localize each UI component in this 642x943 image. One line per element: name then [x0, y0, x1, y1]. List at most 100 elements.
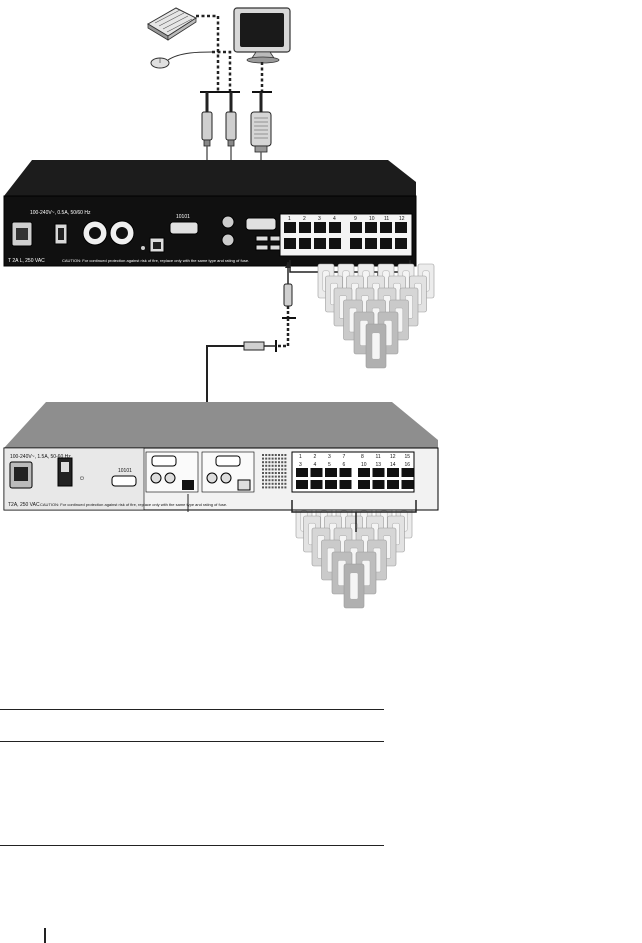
rj45-port-icon — [314, 222, 326, 233]
vga-port-icon — [215, 455, 241, 467]
user-port-group-2 — [201, 451, 255, 493]
mouse-icon — [150, 51, 213, 69]
mouse-port-icon — [220, 472, 232, 484]
port-number-label: 12 — [399, 216, 405, 222]
fan-icon — [109, 220, 135, 246]
rj45-port-icon — [401, 480, 414, 489]
port-number-label: 2 — [314, 454, 317, 460]
port-number-label: 11 — [376, 454, 381, 460]
upper-power-rating: 100-240V~, 0.5A, 50/60 Hz — [30, 210, 91, 216]
port-number-label: 13 — [376, 462, 382, 468]
rj45-port-icon — [380, 238, 392, 249]
fan-icon — [82, 220, 108, 246]
port-number-label: 12 — [390, 454, 396, 460]
rj45-port-icon — [401, 468, 414, 477]
port-number-label: 1 — [288, 216, 291, 222]
rj45-port-icon — [380, 222, 392, 233]
lower-power-rating: 100-240V~, 1.5A, 50-60 Hz — [10, 454, 71, 460]
rj45-port-icon — [387, 468, 399, 477]
rj45-port-icon — [395, 222, 407, 233]
port-number-label: 1 — [299, 454, 302, 460]
upper-kvm-switch: 100-240V~, 0.5A, 50/60 Hz 10101 — [3, 160, 417, 267]
rj45-port-icon — [350, 238, 362, 249]
mouse-port-icon — [164, 472, 176, 484]
rj45-port-icon — [314, 238, 326, 249]
rj45-port-icon — [339, 480, 352, 489]
rj45-port-icon — [358, 468, 370, 477]
upper-fuse-note: T 2A L, 250 VAC — [8, 258, 45, 264]
ps2-connector-keyboard — [201, 92, 213, 147]
rj45-port-icon — [372, 480, 385, 489]
upper-setup-port-label: 10101 — [176, 214, 190, 220]
lower-setup-port-label: 10101 — [118, 468, 132, 474]
lower-ports-bracket — [291, 500, 417, 532]
rj45-port-icon — [358, 480, 370, 489]
rj45-port-icon — [365, 238, 377, 249]
rj45-adapter-icon — [243, 341, 265, 351]
lower-fuse-note: T2A, 250 VAC — [8, 502, 40, 508]
upper-server-group — [317, 263, 435, 369]
power-symbol-icon: ⏻ — [80, 476, 84, 482]
page-margin-bar — [44, 928, 46, 943]
port-number-label: 11 — [384, 216, 389, 222]
mouse-port-icon — [221, 233, 235, 247]
rj45-port-icon — [310, 468, 323, 477]
rj45-port-icon — [237, 479, 251, 491]
rj45-port-icon — [310, 480, 323, 489]
rj45-port-icon — [325, 468, 337, 477]
rj45-port-icon — [296, 468, 308, 477]
rj45-port-icon — [365, 222, 377, 233]
rj45-port-icon — [339, 468, 352, 477]
keyboard-port-icon — [150, 472, 162, 484]
rj45-port-icon — [299, 238, 311, 249]
ps2-connector-mouse — [225, 92, 237, 147]
peripheral-cables — [196, 14, 264, 92]
port-number-label: 4 — [333, 216, 336, 222]
port-number-label: 14 — [390, 462, 396, 468]
rj45-port-icon — [284, 238, 296, 249]
port-number-label: 10 — [361, 462, 367, 468]
port-number-label: 6 — [343, 462, 346, 468]
lower-server-group — [295, 503, 413, 609]
usb-port-icon — [255, 235, 269, 242]
lower-caution: CAUTION: For continued protection agains… — [40, 502, 227, 507]
rj45-port-icon — [329, 222, 341, 233]
kvm-tiering-diagram: 100-240V~, 0.5A, 50/60 Hz 10101 — [3, 7, 439, 609]
port-number-label: 10 — [369, 216, 375, 222]
port-number-label: 4 — [314, 462, 317, 468]
usb-port-icon — [255, 244, 269, 251]
table-header-rule — [0, 741, 384, 742]
setup-port-icon — [111, 475, 137, 487]
port-number-label: 3 — [328, 454, 331, 460]
rj45-port-icon — [296, 480, 308, 489]
user-port-group-1 — [145, 451, 199, 493]
port-number-label: 3 — [299, 462, 302, 468]
vga-port-icon — [245, 217, 277, 231]
rj45-port-icon — [350, 222, 362, 233]
rj45-port-icon — [395, 238, 407, 249]
lower-kvm-switch: 100-240V~, 1.5A, 50-60 Hz ⏻ 10101 132435… — [3, 402, 439, 511]
rj45-port-icon — [329, 238, 341, 249]
port-number-label: 7 — [343, 454, 346, 460]
monitor-icon — [233, 7, 291, 64]
port-number-label: 8 — [361, 454, 364, 460]
table-bottom-rule — [0, 845, 384, 846]
port-number-label: 16 — [405, 462, 411, 468]
rj45-port-icon — [299, 222, 311, 233]
keyboard-port-icon — [206, 472, 218, 484]
setup-port-icon — [169, 221, 199, 235]
upper-caution: CAUTION: For continued protection agains… — [62, 258, 249, 263]
rj45-port-icon — [284, 222, 296, 233]
vga-port-icon — [151, 455, 177, 467]
port-number-label: 3 — [318, 216, 321, 222]
port-number-label: 5 — [328, 462, 331, 468]
vga-connector — [250, 92, 272, 153]
port-number-label: 9 — [354, 216, 357, 222]
port-number-label: 2 — [303, 216, 306, 222]
rj45-port-icon — [182, 480, 194, 490]
rj45-port-icon — [372, 468, 385, 477]
rj45-port-icon — [325, 480, 337, 489]
rj45-port-icon — [387, 480, 399, 489]
